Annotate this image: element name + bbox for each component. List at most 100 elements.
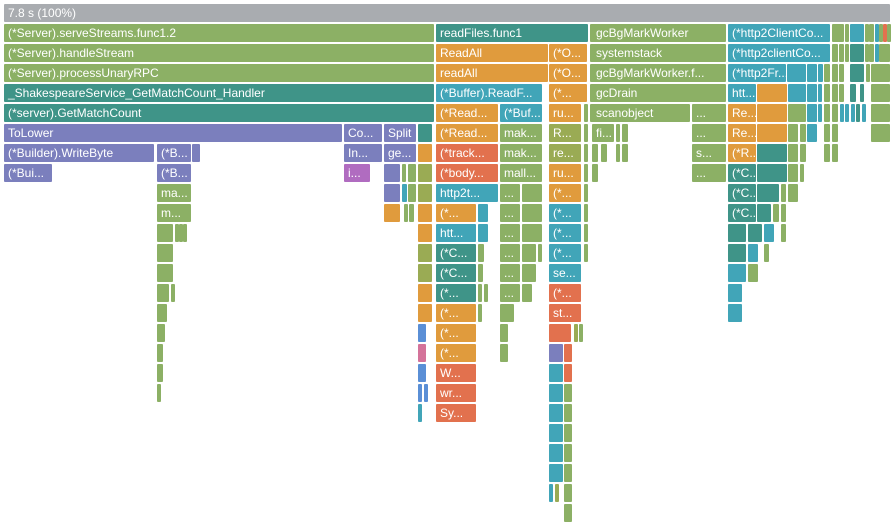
flame-frame[interactable]: systemstack	[592, 44, 726, 62]
flame-frame-narrow[interactable]	[478, 284, 482, 302]
flame-frame-narrow[interactable]	[781, 204, 786, 222]
flame-frame-narrow[interactable]	[157, 344, 163, 362]
flame-frame-narrow[interactable]	[865, 24, 869, 42]
flame-frame-narrow[interactable]	[418, 344, 426, 362]
flame-frame[interactable]: (*...	[436, 344, 476, 362]
flame-frame-narrow[interactable]	[584, 124, 588, 142]
flame-frame-narrow[interactable]	[788, 104, 806, 122]
flame-frame-narrow[interactable]	[564, 404, 572, 422]
flame-frame[interactable]: (*B...	[157, 164, 191, 182]
flame-frame-narrow[interactable]	[757, 204, 771, 222]
flame-frame-narrow[interactable]	[850, 64, 864, 82]
flame-frame[interactable]: (*body...	[436, 164, 498, 182]
flame-frame-narrow[interactable]	[818, 64, 823, 82]
flame-frame-narrow[interactable]	[832, 84, 838, 102]
flame-frame[interactable]: (*C...	[436, 264, 476, 282]
flame-frame-narrow[interactable]	[549, 324, 571, 342]
flame-frame[interactable]: gcBgMarkWorker	[592, 24, 726, 42]
flame-frame-narrow[interactable]	[564, 424, 572, 442]
flame-frame-narrow[interactable]	[781, 224, 786, 242]
flame-frame-narrow[interactable]	[402, 184, 407, 202]
flame-frame-narrow[interactable]	[592, 144, 598, 162]
flame-frame-narrow[interactable]	[183, 224, 187, 242]
flame-frame-narrow[interactable]	[728, 264, 746, 282]
flame-frame[interactable]: readFiles.func1	[436, 24, 588, 42]
flame-frame[interactable]: Co...	[344, 124, 382, 142]
flame-frame-narrow[interactable]	[418, 164, 432, 182]
flame-frame-narrow[interactable]	[179, 224, 183, 242]
flame-frame[interactable]: gcBgMarkWorker.f...	[592, 64, 726, 82]
flame-frame[interactable]: (*C...	[728, 164, 756, 182]
flame-frame-narrow[interactable]	[584, 224, 588, 242]
flame-frame-narrow[interactable]	[171, 284, 175, 302]
flame-frame[interactable]: ...	[500, 264, 520, 282]
flame-frame[interactable]: http2t...	[436, 184, 498, 202]
flame-frame-narrow[interactable]	[549, 364, 563, 382]
flame-frame[interactable]: (*http2Fr...	[728, 64, 786, 82]
flame-frame-narrow[interactable]	[564, 504, 572, 522]
flame-frame[interactable]: R...	[549, 124, 581, 142]
flame-frame[interactable]: (*Read...	[436, 104, 498, 122]
flame-frame[interactable]: (*R...	[728, 144, 756, 162]
flame-frame-narrow[interactable]	[522, 264, 536, 282]
flame-frame-narrow[interactable]	[564, 384, 572, 402]
flame-frame-narrow[interactable]	[832, 104, 838, 122]
flame-frame-narrow[interactable]	[764, 244, 769, 262]
flame-frame-narrow[interactable]	[781, 184, 786, 202]
flame-frame-narrow[interactable]	[584, 144, 588, 162]
flame-frame-narrow[interactable]	[832, 144, 838, 162]
flame-frame-narrow[interactable]	[845, 104, 849, 122]
flame-frame-narrow[interactable]	[418, 124, 432, 142]
flame-frame-narrow[interactable]	[800, 124, 806, 142]
flame-frame[interactable]: (*server).GetMatchCount	[4, 104, 434, 122]
flame-frame[interactable]: ...	[500, 244, 520, 262]
flame-frame-narrow[interactable]	[788, 124, 798, 142]
flame-frame-narrow[interactable]	[538, 244, 542, 262]
flame-frame[interactable]: (*...	[549, 284, 581, 302]
flame-frame[interactable]: ...	[692, 104, 726, 122]
flame-frame-narrow[interactable]	[807, 104, 817, 122]
flame-frame-narrow[interactable]	[549, 464, 563, 482]
flame-frame[interactable]: (*...	[436, 324, 476, 342]
flame-frame-narrow[interactable]	[584, 104, 588, 122]
flame-frame-narrow[interactable]	[832, 124, 838, 142]
flame-frame-narrow[interactable]	[549, 404, 563, 422]
flame-frame-narrow[interactable]	[409, 204, 414, 222]
flame-frame-narrow[interactable]	[824, 104, 830, 122]
flame-frame-narrow[interactable]	[824, 144, 830, 162]
flame-frame-narrow[interactable]	[418, 364, 426, 382]
flame-frame-narrow[interactable]	[564, 364, 572, 382]
flame-frame-narrow[interactable]	[418, 204, 432, 222]
flame-frame[interactable]: ...	[692, 164, 726, 182]
flame-frame-narrow[interactable]	[728, 304, 742, 322]
flame-frame-narrow[interactable]	[522, 224, 542, 242]
flame-frame[interactable]: Split	[384, 124, 416, 142]
flame-frame[interactable]: m...	[157, 204, 191, 222]
flame-frame-narrow[interactable]	[866, 64, 870, 82]
flame-frame-narrow[interactable]	[728, 224, 746, 242]
flame-frame-narrow[interactable]	[522, 244, 536, 262]
flame-frame[interactable]: ...	[500, 224, 520, 242]
flame-frame-narrow[interactable]	[549, 384, 563, 402]
flame-frame-narrow[interactable]	[728, 284, 742, 302]
flame-frame-narrow[interactable]	[404, 204, 408, 222]
flame-frame[interactable]: (*C...	[436, 244, 476, 262]
flame-frame[interactable]: htt...	[436, 224, 476, 242]
flame-frame[interactable]: (*Buf...	[500, 104, 542, 122]
flame-frame-narrow[interactable]	[478, 264, 483, 282]
flame-frame-narrow[interactable]	[579, 324, 583, 342]
flame-frame-narrow[interactable]	[787, 64, 806, 82]
flame-frame[interactable]: (*...	[549, 204, 581, 222]
flame-frame[interactable]: W...	[436, 364, 476, 382]
flame-frame-narrow[interactable]	[175, 224, 179, 242]
flame-frame[interactable]: ma...	[157, 184, 191, 202]
flame-frame-narrow[interactable]	[788, 144, 798, 162]
flame-frame[interactable]: (*...	[549, 84, 587, 102]
flame-frame-narrow[interactable]	[478, 244, 484, 262]
flame-frame-narrow[interactable]	[478, 304, 482, 322]
flame-frame-narrow[interactable]	[402, 164, 406, 182]
flame-frame[interactable]: (*http2clientCo...	[728, 44, 830, 62]
flame-frame-narrow[interactable]	[757, 184, 779, 202]
flame-frame-narrow[interactable]	[418, 144, 432, 162]
flame-frame-narrow[interactable]	[584, 204, 588, 222]
